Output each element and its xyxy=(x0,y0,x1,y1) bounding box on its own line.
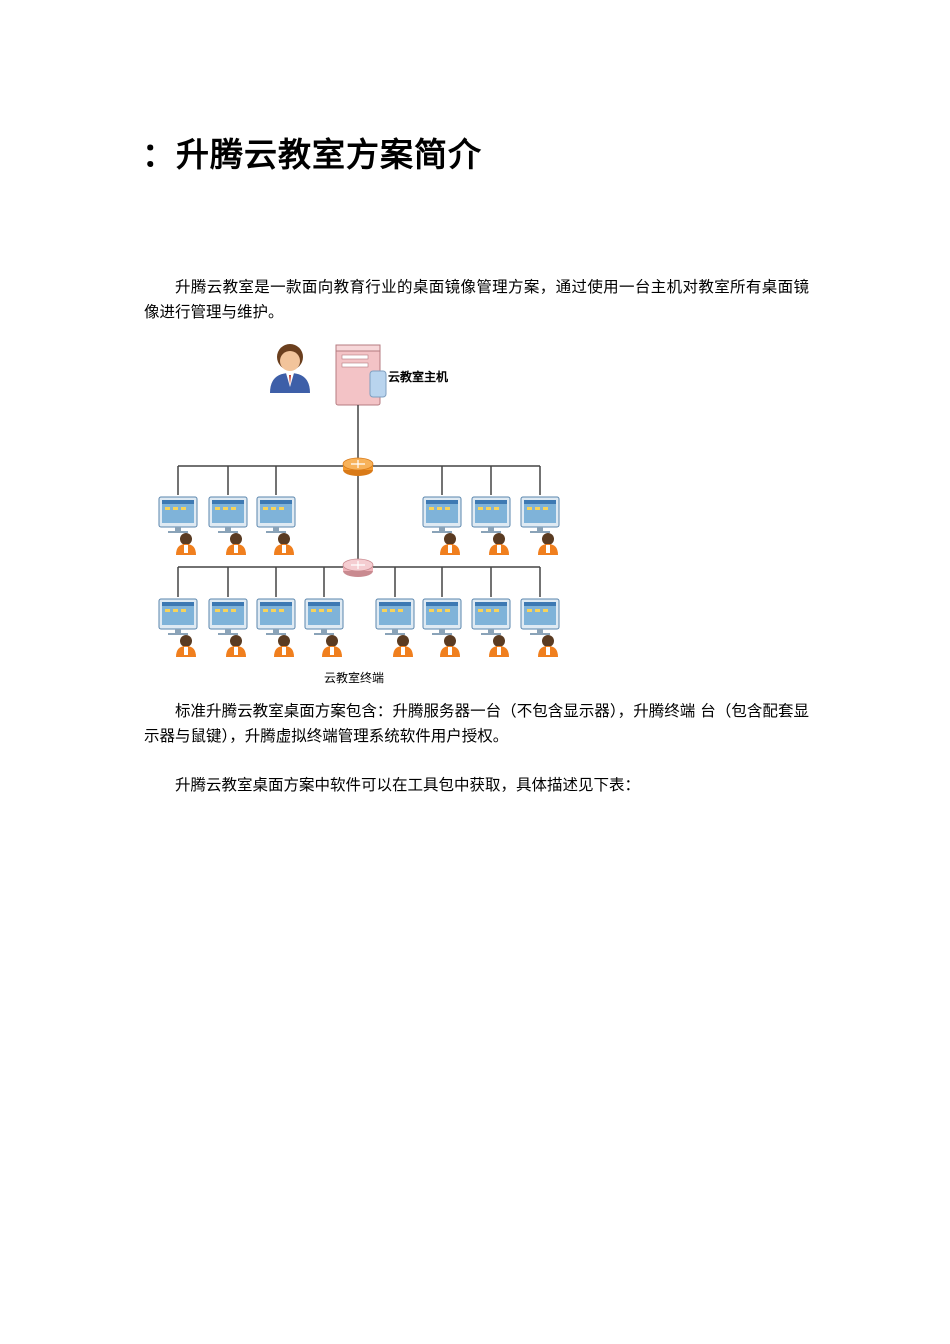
network-diagram: 云教室主机 xyxy=(140,335,580,695)
terminal-pc-icon xyxy=(471,496,511,556)
terminal-pc-icon xyxy=(158,598,198,658)
page-title: ：升腾云教室方案简介 xyxy=(142,135,482,174)
router-icon xyxy=(342,558,374,577)
software-paragraph: 升腾云教室桌面方案中软件可以在工具包中获取，具体描述见下表： xyxy=(175,776,641,794)
terminal-pc-icon xyxy=(375,598,415,658)
terminal-pc-icon xyxy=(158,496,198,556)
server-tower-icon xyxy=(335,344,387,406)
terminal-pc-icon xyxy=(208,496,248,556)
terminal-pc-icon xyxy=(520,598,560,658)
terminal-pc-icon xyxy=(471,598,511,658)
terminal-label: 云教室终端 xyxy=(324,670,384,685)
package-paragraph: 标准升腾云教室桌面方案包含：升腾服务器一台（不包含显示器），升腾终端 台（包含配… xyxy=(144,702,809,745)
admin-user-icon xyxy=(270,344,310,393)
terminal-pc-icon xyxy=(256,496,296,556)
terminal-pc-icon xyxy=(208,598,248,658)
intro-paragraph: 升腾云教室是一款面向教育行业的桌面镜像管理方案，通过使用一台主机对教室所有桌面镜… xyxy=(144,278,809,321)
router-icon xyxy=(342,457,374,476)
terminal-pc-icon xyxy=(256,598,296,658)
terminal-pc-icon xyxy=(422,496,462,556)
terminal-pc-icon xyxy=(422,598,462,658)
host-label: 云教室主机 xyxy=(388,369,448,384)
terminal-pc-icon xyxy=(304,598,344,658)
terminal-pc-icon xyxy=(520,496,560,556)
